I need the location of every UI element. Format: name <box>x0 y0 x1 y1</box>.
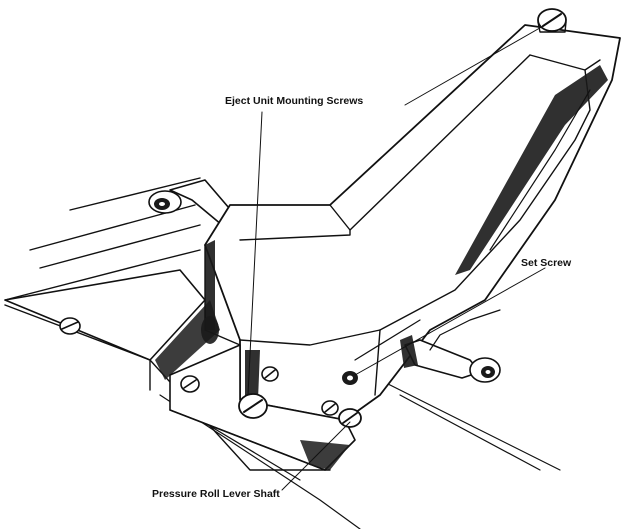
leader-lines <box>247 24 546 491</box>
mounting-screw-left <box>238 393 268 419</box>
leader-pressure-shaft <box>281 421 351 491</box>
eject-unit-housing <box>201 24 621 421</box>
mounting-screw-small <box>180 375 200 393</box>
mounting-screw-top <box>537 8 567 33</box>
set-screw-head <box>342 371 358 385</box>
label-set-screw: Set Screw <box>521 257 572 269</box>
label-pressure-shaft: Pressure Roll Lever Shaft <box>152 488 280 500</box>
rail-screw <box>59 317 81 335</box>
block-screws <box>180 366 362 428</box>
block-screw-right <box>321 400 339 416</box>
left-lever-arm <box>148 179 236 226</box>
pressure-roll-lever-shaft <box>338 408 362 428</box>
label-mounting-screws: Eject Unit Mounting Screws <box>225 95 363 107</box>
leader-mounting-screws-top <box>404 24 546 106</box>
leader-mounting-screws-left <box>247 111 263 396</box>
right-lever-arm <box>400 309 501 383</box>
leader-set-screw <box>354 267 546 376</box>
block-screw-center <box>261 366 279 382</box>
